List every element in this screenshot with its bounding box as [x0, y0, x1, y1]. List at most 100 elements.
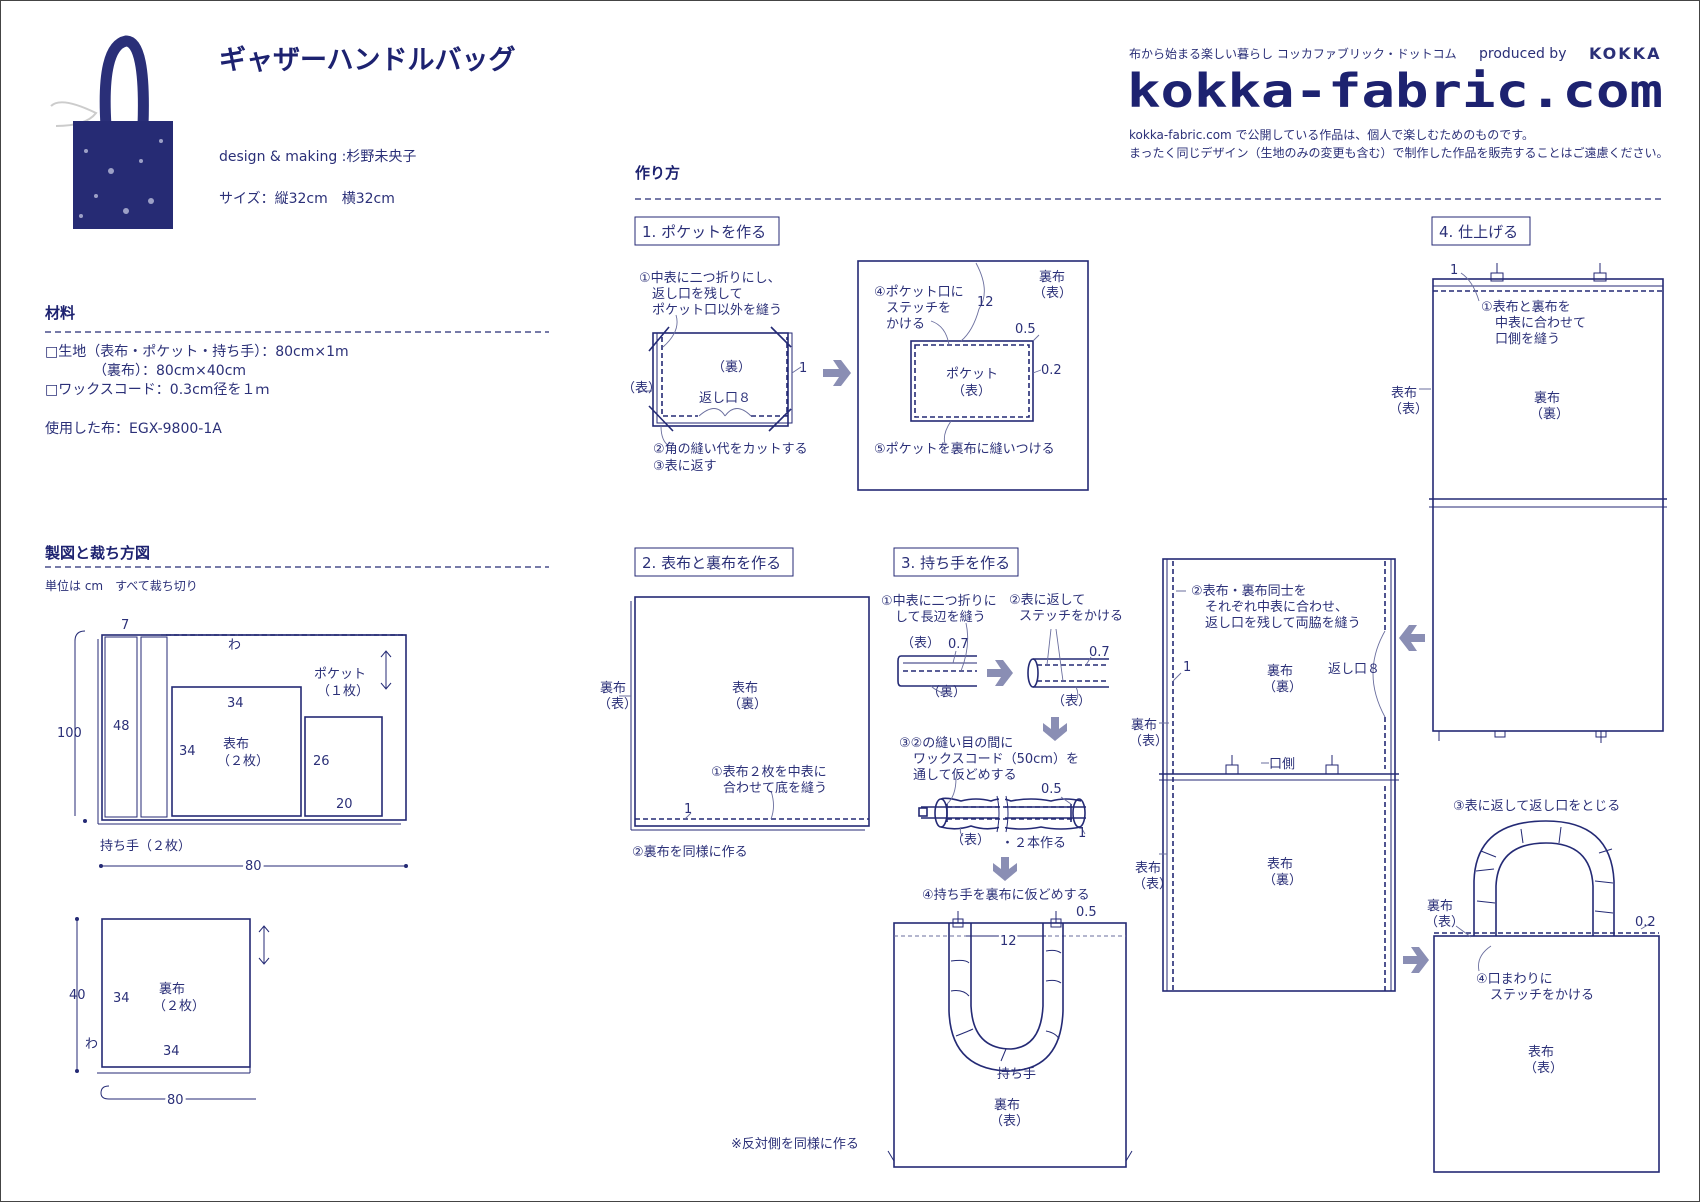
step-note: ①中表に二つ折りにし、	[639, 271, 781, 286]
arrow-right-icon	[823, 360, 851, 386]
arrow-left-icon	[1399, 625, 1425, 651]
step3-heading: 3. 持ち手を作る	[901, 554, 1010, 572]
opening-label: 返し口８	[1328, 662, 1380, 677]
notice-line-1: kokka-fabric.com で公開している作品は、個人で楽しむためのもので…	[1129, 128, 1534, 142]
lining-label: 裏布	[159, 982, 185, 997]
cutting-note: 単位は cm すべて裁ち切り	[45, 578, 198, 593]
dim-label: 1	[1183, 660, 1191, 675]
step-note: ③②の縫い目の間に	[899, 736, 1013, 751]
arrow-right-icon	[1403, 947, 1429, 973]
turned-tube-diagram	[1027, 628, 1109, 700]
outer-label: （表）	[1524, 1061, 1563, 1076]
step-note: 返し口を残して	[652, 287, 743, 302]
finished-size: サイズ：縦32cm 横32cm	[219, 191, 395, 207]
handle-tube-diagram	[897, 622, 977, 695]
dim-label: 1	[684, 802, 692, 817]
dim-label: 0.5	[1076, 905, 1097, 920]
lining-label: 裏布	[994, 1098, 1020, 1113]
right-side-label: （表）	[1052, 694, 1091, 709]
step2-label-box	[634, 547, 794, 577]
step-note: ①表布と裏布を	[1481, 300, 1571, 315]
lining-label: 裏布	[1131, 718, 1157, 733]
site-tagline: 布から始まる楽しい暮らし コッカファブリック・ドットコム	[1129, 46, 1457, 61]
step-note: して長辺を縫う	[895, 610, 986, 625]
fabric-used: 使用した布：EGX-9800-1A	[45, 420, 222, 437]
dim-label: 26	[313, 754, 330, 769]
lining-label: （２枚）	[153, 999, 205, 1014]
dim-label: 48	[113, 719, 130, 734]
pocket-label: ポケット	[946, 367, 998, 382]
right-side-label: （表）	[901, 636, 940, 651]
step-note: ①中表に二つ折りに	[881, 594, 997, 609]
step-note: ②角の縫い代をカットする	[653, 442, 808, 457]
step-note: 通して仮どめする	[913, 768, 1017, 783]
dim-label: 12	[1000, 934, 1017, 949]
dim-label: 34	[227, 696, 244, 711]
lining-label: （表）	[1033, 286, 1072, 301]
step-note: ③表に返して返し口をとじる	[1453, 799, 1620, 814]
step4-label-box	[1431, 216, 1531, 246]
lining-label: （表）	[1129, 734, 1168, 749]
dim-label: 34	[113, 991, 130, 1006]
lining-label: 裏布	[1039, 270, 1065, 285]
notice-line-2: まったく同じデザイン（生地のみの変更も含む）で制作した作品を販売することはご遠慮…	[1129, 145, 1669, 160]
step-note: 返し口を残して両脇を縫う	[1205, 616, 1361, 631]
step-note: ポケット口以外を縫う	[652, 303, 782, 318]
step-note: ②裏布を同様に作る	[632, 845, 748, 860]
right-side-label: （表）	[622, 381, 661, 396]
cutting-heading: 製図と裁ち方図	[44, 544, 150, 562]
arrow-down-icon	[1043, 717, 1067, 741]
outer-label: （裏）	[728, 697, 767, 712]
cord-tube-diagram	[918, 777, 1086, 837]
dim-label: 0.5	[1041, 782, 1062, 797]
outer-label: 表布	[732, 681, 758, 696]
pocket-label: ポケット	[314, 667, 366, 682]
dim-label: 0.2	[1041, 363, 1062, 378]
step4-heading: 4. 仕上げる	[1439, 223, 1518, 241]
dim-label: 20	[336, 797, 353, 812]
dim-label: 80	[245, 859, 262, 874]
step-note: ③表に返す	[653, 459, 717, 474]
step2-heading: 2. 表布と裏布を作る	[642, 554, 781, 572]
dim-label: 40	[69, 988, 86, 1003]
lining-label: （表）	[598, 697, 637, 712]
fold-label: わ	[228, 638, 241, 653]
dim-label: 0.2	[1635, 915, 1656, 930]
brand-kokka: KOKKA	[1589, 44, 1661, 63]
opening-label: 返し口８	[699, 391, 751, 406]
dim-label: 1	[799, 361, 807, 376]
step3-label-box	[893, 547, 1019, 577]
designer-credit: design & making :杉野未央子	[219, 149, 416, 165]
step-note: ②表に返して	[1009, 593, 1085, 608]
cutting-diagram-lining	[75, 917, 270, 1100]
page-title: ギャザーハンドルバッグ	[219, 44, 515, 76]
step-note: 口側を縫う	[1495, 332, 1560, 347]
outer-label: 表布	[1391, 386, 1417, 401]
materials-heading: 材料	[45, 304, 75, 322]
outer-label: 表布	[1528, 1045, 1554, 1060]
wrong-side-label: （裏）	[712, 360, 751, 375]
lining-label: 裏布	[1427, 899, 1453, 914]
step-note: ④持ち手を裏布に仮どめする	[922, 888, 1090, 903]
dim-label: 0.7	[948, 637, 969, 652]
wrong-side-label: （裏）	[927, 685, 966, 700]
step-note: それぞれ中表に合わせ、	[1205, 600, 1348, 615]
arrow-right-icon	[987, 660, 1013, 686]
outer-label: 表布	[1135, 861, 1161, 876]
material-line: □生地（表布・ポケット・持ち手）：80cm×1m	[45, 344, 349, 360]
dim-label: 34	[179, 744, 196, 759]
step-note: ④ポケット口に	[874, 285, 964, 300]
handle-label: 持ち手	[997, 1067, 1036, 1082]
finished-bag-diagram	[1433, 820, 1660, 1173]
material-line: □ワックスコード：0.3cm径を１ｍ	[45, 382, 269, 398]
step-note: 中表に合わせて	[1495, 316, 1586, 331]
site-logo: kokka-fabric.com	[1127, 64, 1663, 118]
step-note: ステッチをかける	[1019, 609, 1123, 624]
handle-label: 持ち手（２枚）	[100, 839, 191, 854]
arrow-down-icon	[993, 857, 1017, 881]
step-note: ①表布２枚を中表に	[711, 765, 827, 780]
mouth-seam-diagram	[1419, 263, 1667, 743]
lining-label: （表）	[990, 1114, 1029, 1129]
